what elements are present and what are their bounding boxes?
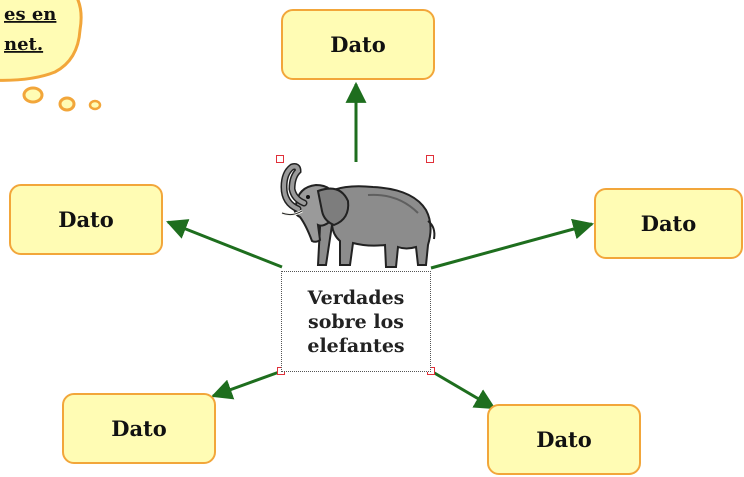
selection-handle-top-left[interactable]	[276, 155, 284, 163]
callout-line-2: net.	[4, 34, 43, 55]
callout-dot-large	[22, 86, 44, 104]
thought-callout[interactable]: es en net.	[0, 0, 102, 112]
dato-node-left[interactable]: Dato	[9, 184, 163, 255]
arrow-to-right	[430, 218, 595, 270]
dato-node-top[interactable]: Dato	[281, 9, 435, 80]
elephant-icon[interactable]	[280, 163, 436, 268]
arrow-to-bottom-right	[430, 369, 496, 410]
arrow-to-left	[166, 219, 283, 269]
dato-node-bottom-left-label: Dato	[111, 416, 167, 441]
dato-node-right-label: Dato	[640, 211, 697, 236]
dato-node-right[interactable]: Dato	[594, 188, 743, 259]
center-line-1: Verdades	[307, 286, 405, 309]
selection-handle-top-right[interactable]	[426, 155, 434, 163]
dato-node-top-label: Dato	[330, 32, 386, 57]
dato-node-bottom-right[interactable]: Dato	[487, 404, 641, 475]
center-line-3: elefantes	[307, 334, 405, 357]
callout-dot-medium	[58, 96, 76, 112]
center-line-2: sobre los	[308, 310, 404, 333]
dato-node-left-label: Dato	[58, 207, 114, 232]
callout-line-1: es en	[4, 4, 56, 25]
callout-dot-small	[88, 99, 102, 111]
center-topic-textbox[interactable]: Verdades sobre los elefantes	[281, 271, 431, 372]
callout-bubble	[0, 0, 83, 82]
dato-node-bottom-right-label: Dato	[536, 427, 592, 452]
arrow-to-bottom-left	[211, 369, 283, 400]
dato-node-bottom-left[interactable]: Dato	[62, 393, 216, 464]
